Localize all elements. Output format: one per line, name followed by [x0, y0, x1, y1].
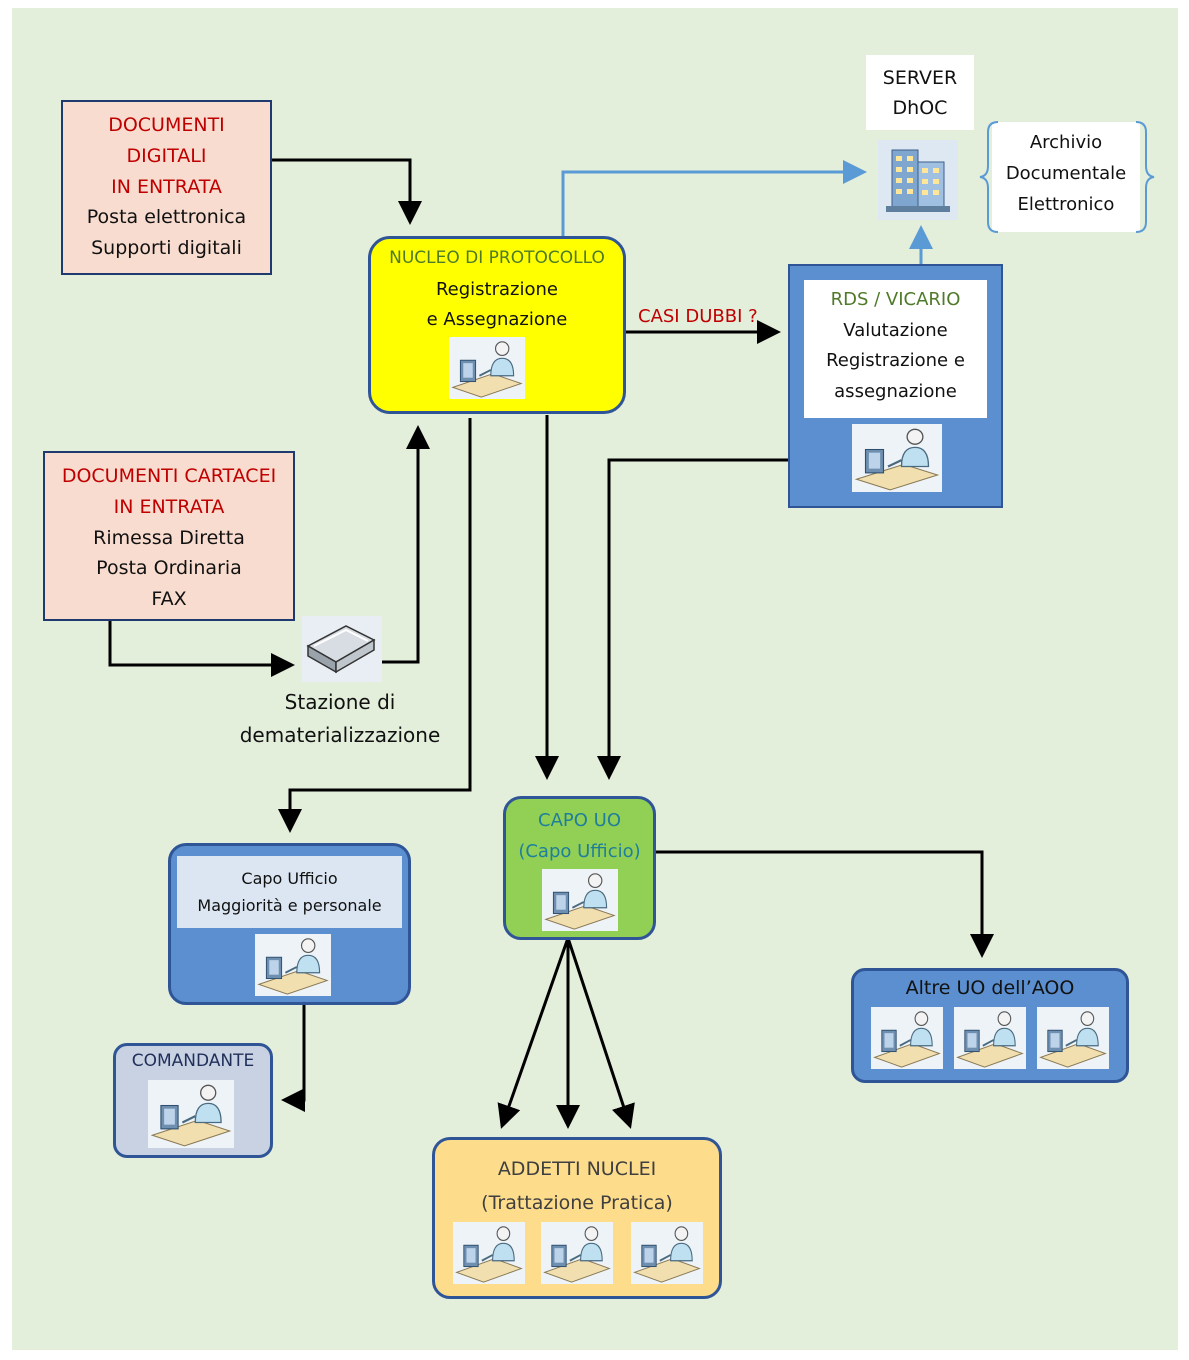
altre-uo-box: Altre UO dell’AOO: [851, 968, 1129, 1083]
capo-ufficio-text-panel: Capo Ufficio Maggiorità e personale: [177, 856, 402, 928]
archivio-line-2: Documentale: [1005, 163, 1127, 184]
addetti-line-2: (Trattazione Pratica): [481, 1192, 673, 1214]
nucleo-protocollo-box: NUCLEO DI PROTOCOLLO Registrazione e Ass…: [368, 236, 626, 414]
arrow-capo-uo-to-addetti-left: [497, 937, 570, 1129]
rds-title: RDS / VICARIO: [830, 289, 961, 310]
capo-ufficio-line-1: Capo Ufficio: [241, 869, 338, 888]
comandante-box: COMANDANTE: [113, 1043, 273, 1158]
workstation-person-icon: [871, 1007, 943, 1069]
capo-uo-line-2: (Capo Ufficio): [518, 841, 641, 862]
curly-brace-icon: [979, 121, 1155, 233]
arrow-cartacei-to-scanner: [108, 620, 295, 677]
rds-vicario-box: RDS / VICARIO Valutazione Registrazione …: [788, 264, 1003, 508]
cartacei-line-2: Posta Ordinaria: [96, 557, 242, 579]
digitali-title-1: DOCUMENTI: [108, 114, 225, 136]
workstation-person-icon: [631, 1222, 703, 1284]
digitali-title-2: DIGITALI: [126, 145, 207, 167]
arrow-capo-uo-to-altre: [656, 850, 994, 958]
casi-dubbi-label: CASI DUBBI ?: [638, 306, 758, 327]
documenti-cartacei-box: DOCUMENTI CARTACEI IN ENTRATA Rimessa Di…: [43, 451, 295, 621]
archivio-box: Archivio Documentale Elettronico: [992, 122, 1140, 232]
arrow-capo-uo-to-addetti-right: [566, 937, 635, 1129]
nucleo-line-2: e Assegnazione: [426, 309, 568, 330]
arrow-digitali-to-nucleo: [272, 158, 422, 225]
comandante-label: COMANDANTE: [131, 1051, 255, 1071]
workstation-person-icon: [852, 424, 942, 492]
server-icon: [878, 140, 958, 220]
rds-line-2: Registrazione e: [826, 350, 965, 371]
rds-line-1: Valutazione: [843, 320, 948, 341]
nucleo-line-1: Registrazione: [435, 279, 558, 300]
workstation-person-icon: [1037, 1007, 1109, 1069]
archivio-line-3: Elettronico: [1017, 194, 1115, 215]
capo-uo-box: CAPO UO (Capo Ufficio): [503, 796, 656, 940]
workstation-person-icon: [148, 1080, 234, 1148]
stazione-line-1: Stazione di: [284, 690, 396, 714]
digitali-title-3: IN ENTRATA: [111, 176, 222, 198]
rds-line-3: assegnazione: [834, 381, 957, 402]
workstation-person-icon: [453, 1222, 525, 1284]
digitali-line-1: Posta elettronica: [86, 206, 247, 228]
workstation-person-icon: [449, 337, 525, 399]
capo-uo-line-1: CAPO UO: [538, 810, 621, 831]
cartacei-title-2: IN ENTRATA: [113, 496, 225, 518]
arrow-capo-ufficio-to-comandante: [281, 1005, 306, 1112]
server-line-2: DhOC: [892, 97, 948, 119]
cartacei-line-3: FAX: [151, 588, 187, 610]
workstation-person-icon: [954, 1007, 1026, 1069]
arrow-nucleo-to-capo-ufficio: [278, 418, 472, 833]
archivio-line-1: Archivio: [1029, 132, 1103, 153]
cartacei-title-1: DOCUMENTI CARTACEI: [61, 465, 277, 487]
rds-text-panel: RDS / VICARIO Valutazione Registrazione …: [804, 280, 987, 418]
scanner-icon: [302, 616, 382, 682]
capo-ufficio-box: Capo Ufficio Maggiorità e personale: [168, 843, 411, 1005]
arrow-nucleo-to-server: [561, 160, 867, 236]
stazione-line-2: dematerializzazione: [239, 723, 441, 747]
workstation-person-icon: [541, 1222, 613, 1284]
cartacei-line-1: Rimessa Diretta: [93, 527, 245, 549]
arrow-scanner-to-nucleo: [380, 425, 430, 664]
addetti-line-1: ADDETTI NUCLEI: [497, 1158, 657, 1180]
server-label-box: SERVER DhOC: [866, 55, 974, 130]
arrow-rds-to-capo-uo: [597, 458, 790, 780]
documenti-digitali-box: DOCUMENTI DIGITALI IN ENTRATA Posta elet…: [61, 100, 272, 275]
digitali-line-2: Supporti digitali: [91, 237, 242, 259]
server-line-1: SERVER: [882, 67, 958, 89]
addetti-nuclei-box: ADDETTI NUCLEI (Trattazione Pratica): [432, 1137, 722, 1299]
altre-uo-label: Altre UO dell’AOO: [905, 977, 1075, 999]
capo-ufficio-line-2: Maggiorità e personale: [197, 896, 382, 915]
workstation-person-icon: [542, 869, 618, 931]
workstation-person-icon: [255, 934, 331, 996]
nucleo-title: NUCLEO DI PROTOCOLLO: [389, 248, 605, 268]
